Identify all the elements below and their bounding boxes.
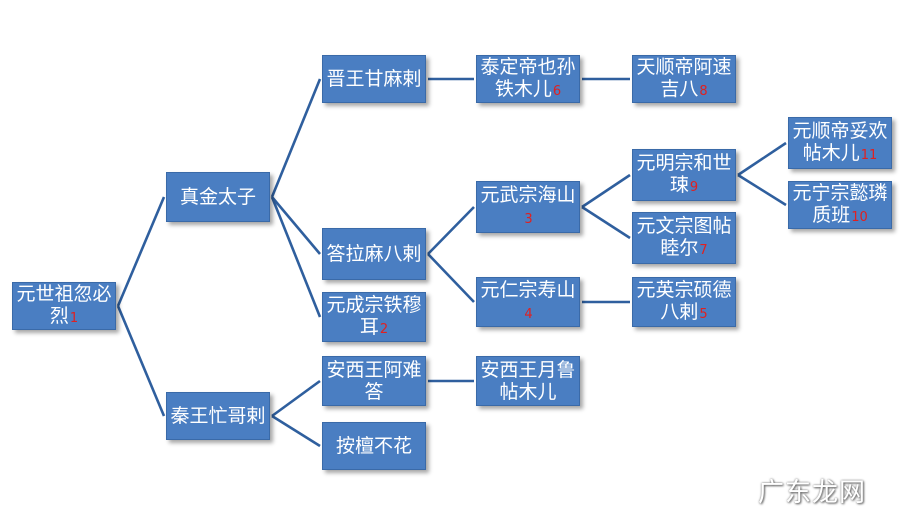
node-label: 元英宗硕德八剌5 (636, 278, 732, 323)
node-zhenjin: 真金太子 (166, 172, 270, 222)
node-qinwang: 秦王忙哥剌 (166, 392, 270, 440)
node-label: 晋王甘麻剌 (326, 68, 422, 90)
node-anxiyue: 安西王月鲁帖木儿 (476, 356, 580, 406)
node-renzong: 元仁宗寿山4 (476, 277, 580, 327)
edge-zhenjin-chengzong (270, 196, 322, 318)
node-taiding: 泰定帝也孙铁木儿6 (476, 55, 580, 103)
node-label: 天顺帝阿速吉八8 (636, 55, 732, 100)
edge-qinwang-anxi (271, 379, 321, 418)
node-number: 2 (379, 321, 389, 337)
edge-wuzong-mingzong (581, 173, 631, 209)
node-tianshun: 天顺帝阿速吉八8 (632, 55, 736, 103)
node-label: 安西王月鲁帖木儿 (480, 359, 576, 403)
edge-zhenjin-jinwang (270, 78, 322, 198)
edge-mingzong-ningzong (737, 173, 787, 207)
edge-dalama-renzong (427, 253, 475, 303)
node-wuzong: 元武宗海山3 (476, 181, 580, 233)
node-jinwang: 晋王甘麻剌 (322, 55, 426, 103)
node-dalama: 答拉麻八剌 (322, 228, 426, 280)
node-label: 元文宗图帖睦尔7 (636, 214, 732, 259)
node-number: 6 (552, 83, 562, 99)
node-mingzong: 元明宗和世㻋9 (632, 149, 736, 201)
node-number: 10 (851, 209, 868, 225)
edge-wuzong-wenzong (581, 205, 631, 240)
node-number: 3 (524, 211, 533, 227)
edge-root-zhenjin (116, 196, 166, 307)
node-yingzong: 元英宗硕德八剌5 (632, 277, 736, 327)
node-number: 1 (69, 310, 79, 326)
node-anxi: 安西王阿难答 (322, 356, 426, 406)
node-shundi: 元顺帝妥欢帖木儿11 (788, 117, 892, 169)
node-number: 4 (524, 306, 533, 322)
node-chengzong: 元成宗铁穆耳2 (322, 292, 426, 342)
node-wenzong: 元文宗图帖睦尔7 (632, 212, 736, 264)
node-label: 元宁宗懿璘质班10 (792, 181, 888, 226)
edge-zhenjin-dalama (271, 196, 321, 255)
node-number: 5 (699, 306, 708, 322)
edge-qinwang-antan (271, 414, 321, 448)
node-label: 元武宗海山3 (480, 183, 576, 227)
node-label: 按檀不花 (335, 435, 412, 457)
node-label: 泰定帝也孙铁木儿6 (480, 55, 576, 100)
edge-dalama-wuzong (427, 206, 475, 255)
node-label: 元成宗铁穆耳2 (326, 293, 422, 338)
node-number: 7 (699, 242, 708, 258)
node-ningzong: 元宁宗懿璘质班10 (788, 181, 892, 229)
node-number: 8 (699, 83, 708, 99)
node-antan: 按檀不花 (322, 422, 426, 470)
node-number: 11 (860, 147, 878, 163)
node-root: 元世祖忽必烈1 (12, 282, 116, 330)
edge-mingzong-shundi (737, 141, 787, 177)
node-number: 9 (689, 179, 699, 195)
node-label: 秦王忙哥剌 (170, 405, 266, 427)
node-label: 元仁宗寿山4 (480, 278, 576, 322)
edge-root-qinwang (116, 305, 166, 417)
node-label: 元世祖忽必烈1 (16, 282, 112, 327)
node-label: 安西王阿难答 (326, 359, 422, 403)
node-label: 元顺帝妥欢帖木儿11 (792, 119, 888, 164)
node-label: 真金太子 (179, 186, 256, 208)
node-label: 答拉麻八剌 (326, 243, 422, 265)
watermark-text: 广东龙网 (757, 478, 866, 508)
node-label: 元明宗和世㻋9 (636, 151, 732, 196)
